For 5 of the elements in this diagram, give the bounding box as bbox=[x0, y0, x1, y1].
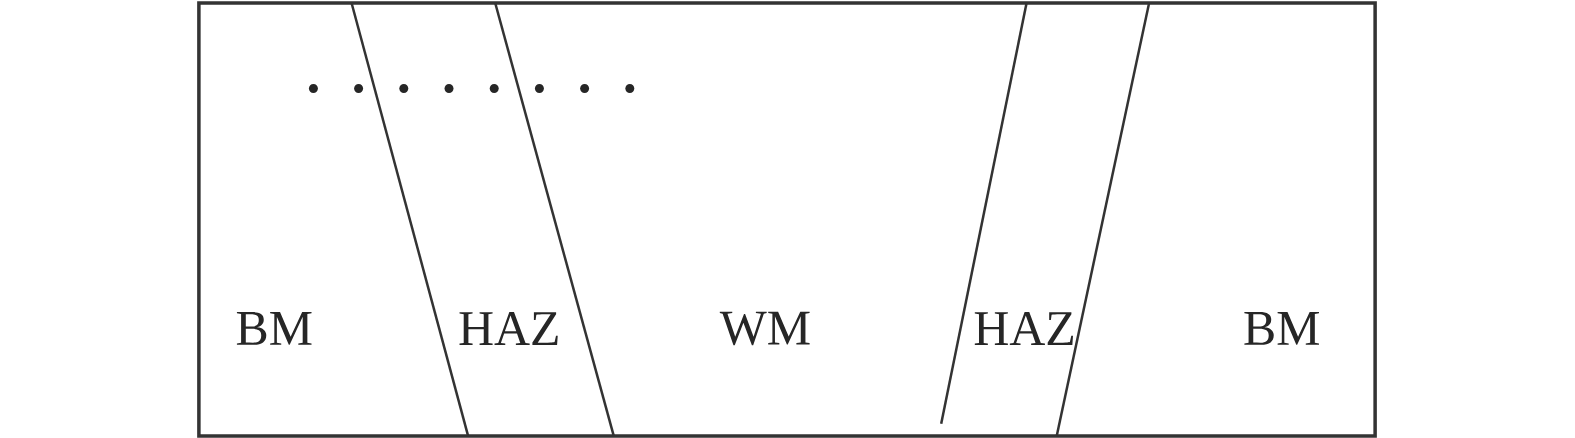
zone-label: WM bbox=[719, 311, 810, 346]
zone-label: BM bbox=[236, 312, 312, 345]
zone-label: HAZ bbox=[974, 312, 1073, 345]
zone-label: BM bbox=[1244, 312, 1319, 345]
zone-label: HAZ bbox=[459, 312, 558, 345]
